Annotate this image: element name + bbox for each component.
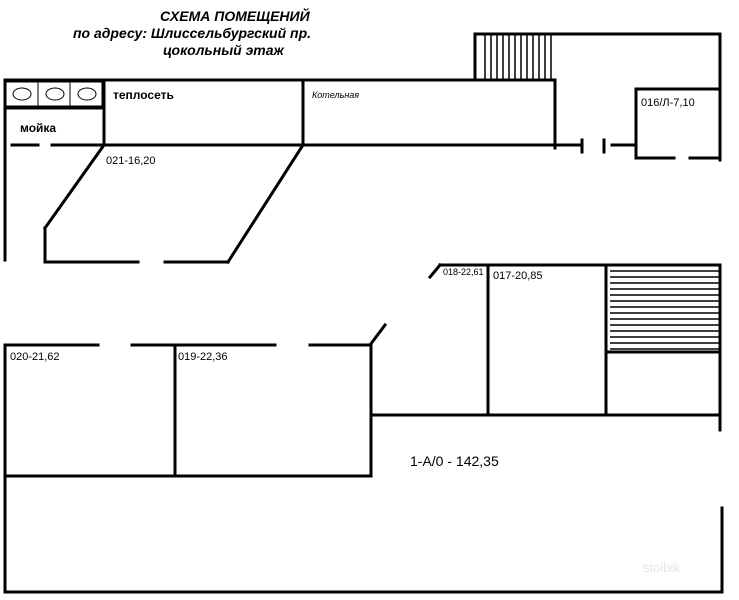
room-label-teploset: теплосеть (113, 88, 174, 102)
room-label-kotelnaya: Котельная (312, 90, 359, 100)
watermark: stolbik (643, 560, 680, 575)
room-label-018: 018-22,61 (443, 267, 484, 277)
room-label-moyka: мойка (20, 121, 56, 135)
room-label-main: 1-А/0 - 142,35 (410, 453, 499, 469)
room-label-016: 016/Л-7,10 (641, 97, 695, 109)
plan-address: по адресу: Шлиссельбургский пр. (73, 25, 312, 41)
plan-floor: цокольный этаж (163, 42, 284, 58)
stair-top (484, 34, 552, 80)
sink-fixtures (5, 81, 103, 107)
room-label-021: 021-16,20 (106, 155, 156, 167)
room-label-020: 020-21,62 (10, 351, 60, 363)
stair-right (610, 270, 720, 350)
room-label-017: 017-20,85 (493, 270, 543, 282)
room-label-019: 019-22,36 (178, 351, 228, 363)
plan-title: СХЕМА ПОМЕЩЕНИЙ (160, 8, 310, 24)
